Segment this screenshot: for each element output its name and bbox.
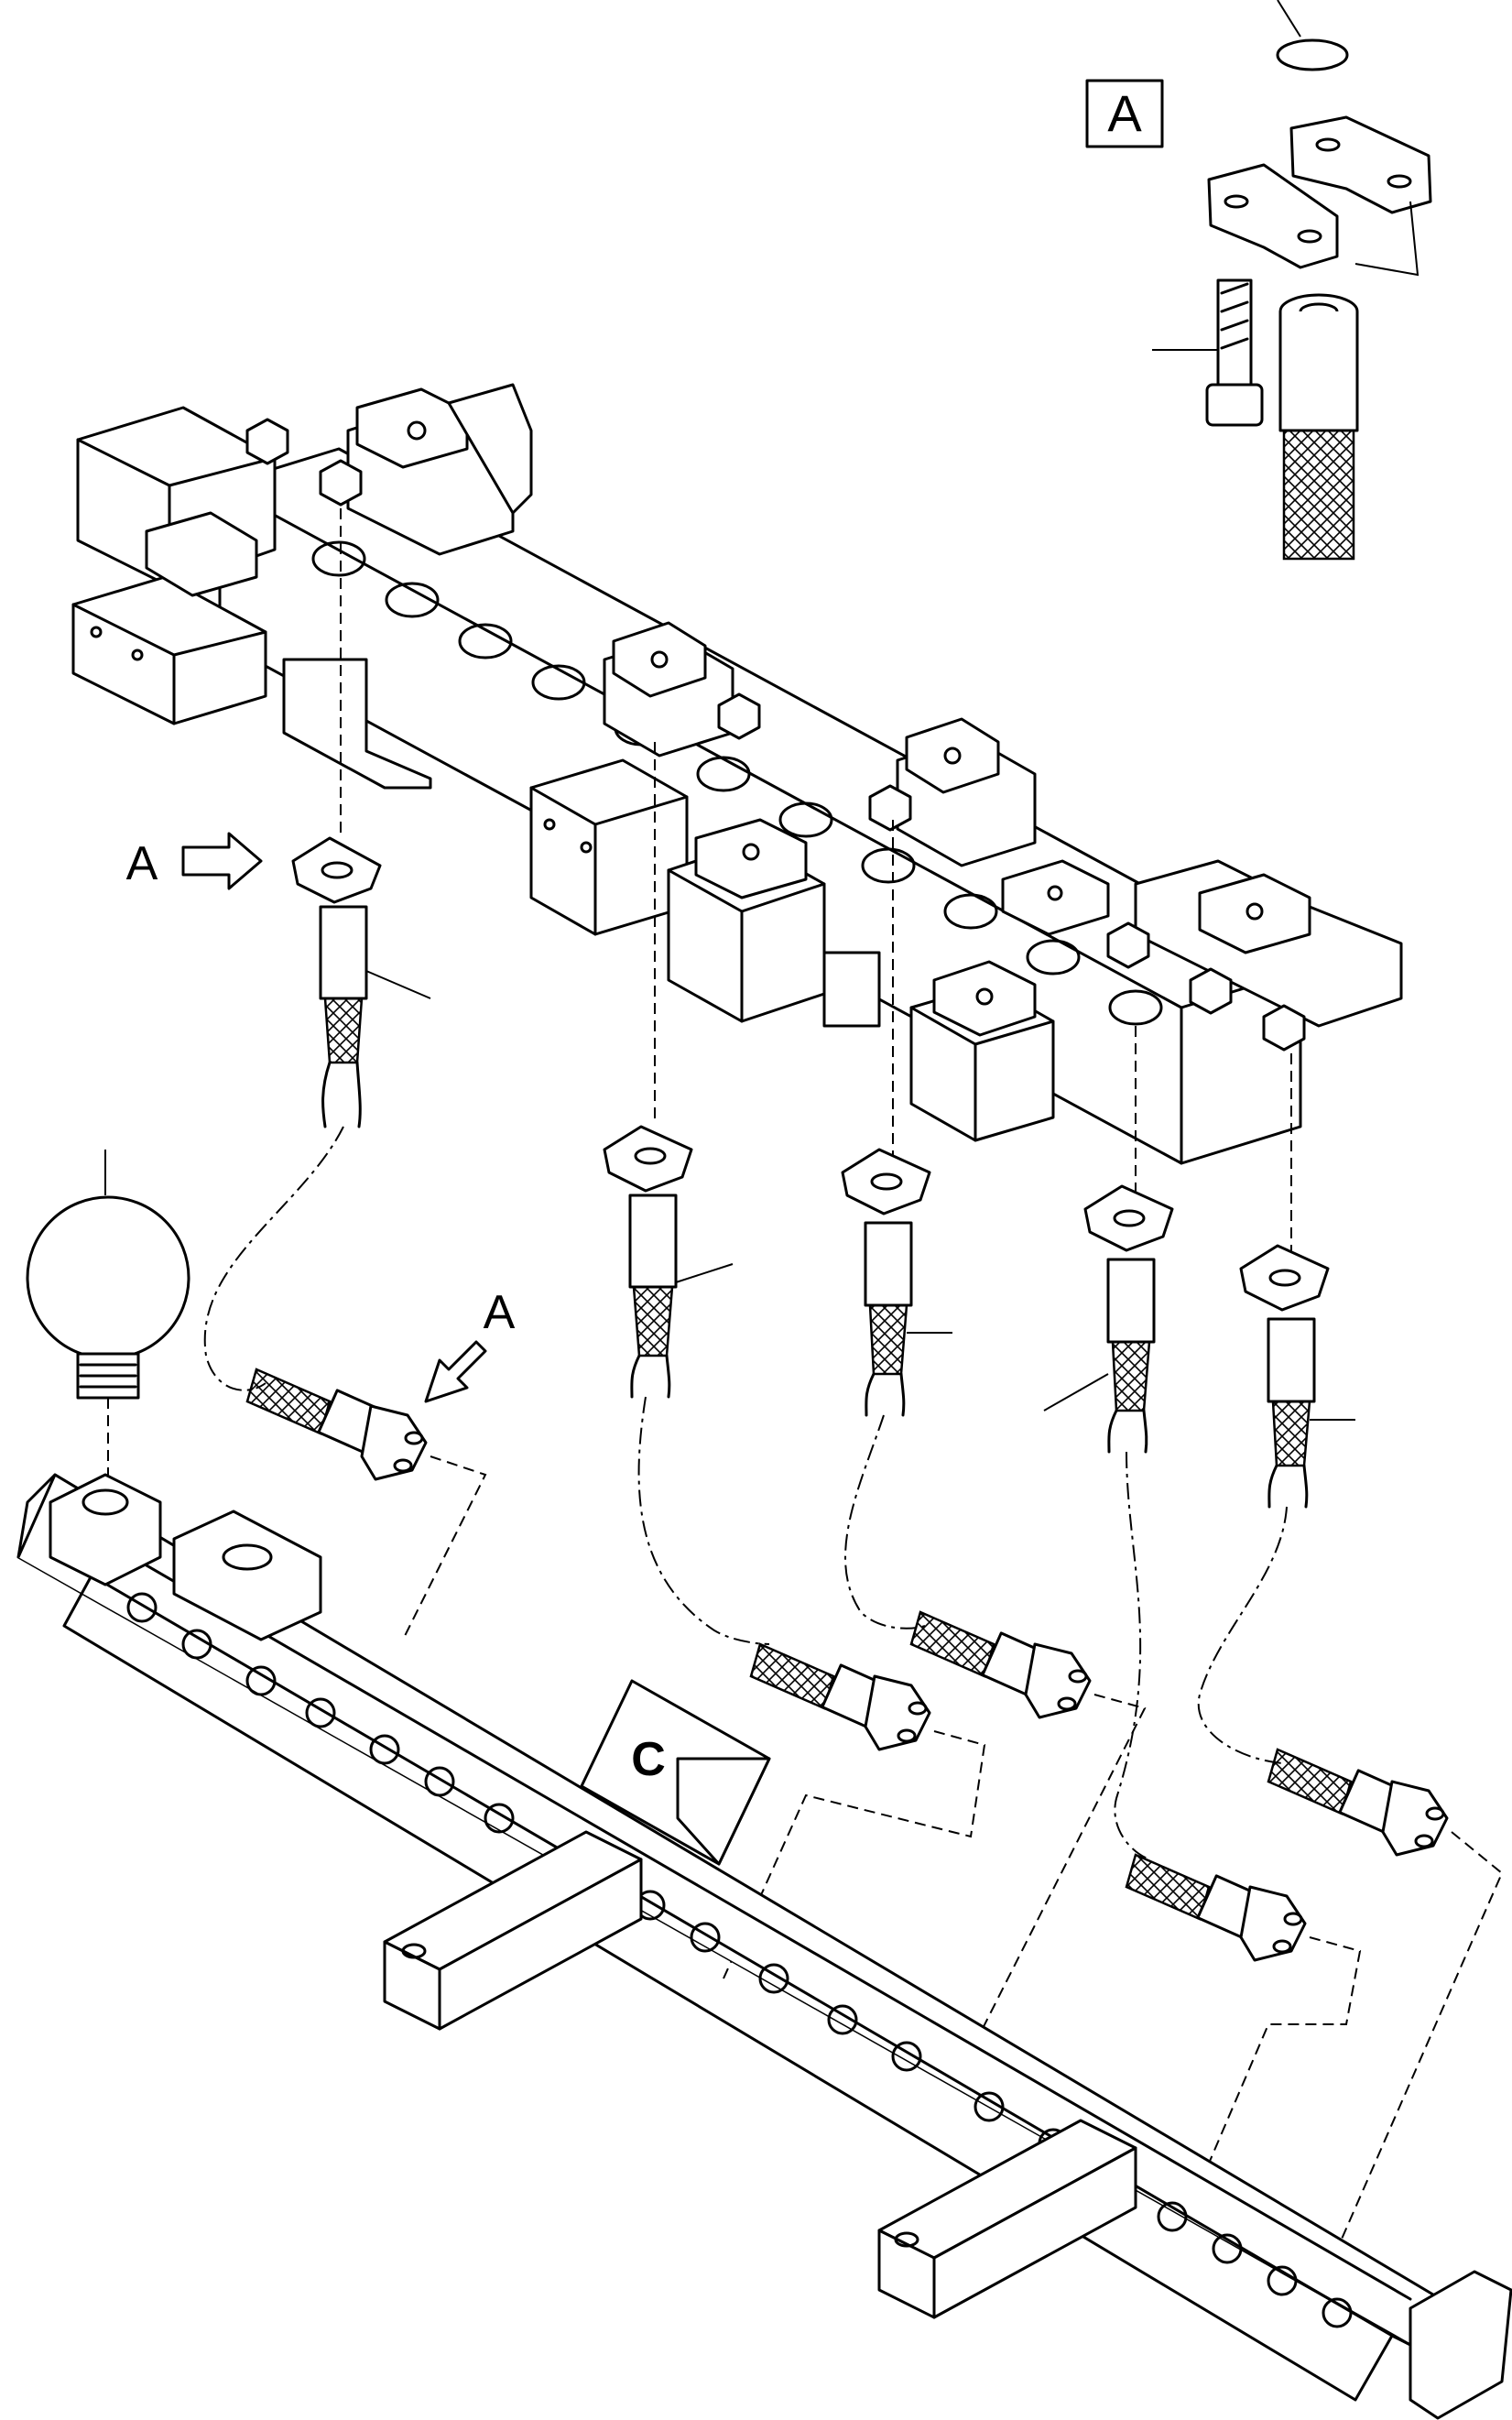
component-c-label: C bbox=[631, 1733, 666, 1786]
hose-assembly-3 bbox=[841, 1148, 1147, 2062]
detail-a-label-box bbox=[1085, 79, 1164, 148]
solenoid-valve-1 bbox=[71, 511, 267, 725]
hex-plugs bbox=[245, 418, 1306, 1052]
connection-lines bbox=[340, 508, 1292, 1255]
view-arrow-a-upper: A bbox=[126, 832, 263, 890]
hose-assembly-1 bbox=[203, 836, 487, 1641]
detail-hose-end bbox=[1278, 293, 1359, 561]
hose-assembly-5 bbox=[1197, 1244, 1504, 2282]
flange-bolt bbox=[1152, 278, 1264, 427]
solenoid-valve-6 bbox=[896, 717, 1037, 867]
valve-manifold bbox=[71, 383, 1403, 1165]
view-arrow-a-lower: A bbox=[424, 1286, 516, 1403]
solenoid-valve-8 bbox=[1001, 859, 1403, 1028]
o-ring bbox=[1276, 38, 1349, 71]
component-c: C bbox=[580, 1679, 771, 1866]
hose-assembly-4 bbox=[1043, 1184, 1362, 2218]
manifold-bar bbox=[218, 447, 1302, 1165]
detail-a-view: A bbox=[1085, 0, 1432, 561]
support-crossbar-lower bbox=[877, 2119, 1137, 2319]
solenoid-valve-5 bbox=[667, 818, 826, 1023]
hose-assembly-2 bbox=[603, 1125, 986, 1979]
solenoid-valve-2 bbox=[346, 383, 533, 556]
solenoid-valve-3 bbox=[603, 621, 734, 758]
detail-a-label: A bbox=[1107, 84, 1142, 142]
solenoid-valve-4 bbox=[529, 758, 689, 936]
accumulator bbox=[26, 1150, 190, 1484]
solenoid-valve-7 bbox=[909, 960, 1055, 1142]
support-crossbar-upper bbox=[383, 1830, 643, 2031]
view-arrow-a-upper-label: A bbox=[126, 837, 158, 890]
view-arrow-a-lower-label: A bbox=[484, 1286, 516, 1339]
